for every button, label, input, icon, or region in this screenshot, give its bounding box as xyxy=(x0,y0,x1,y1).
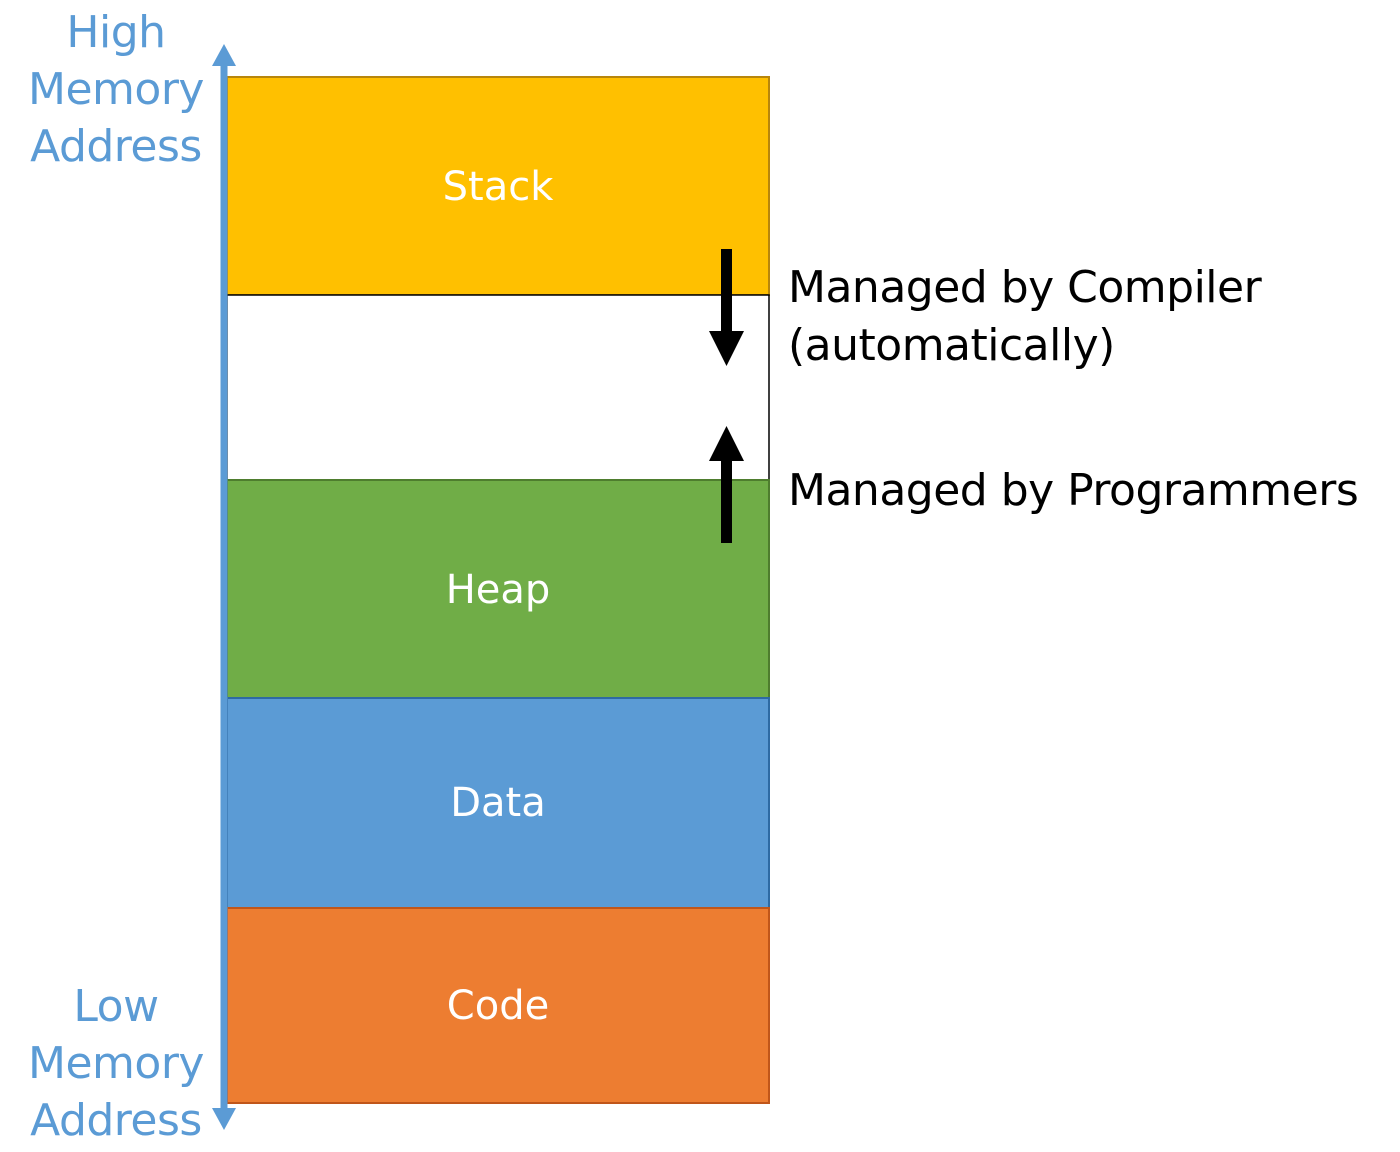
free-space-segment xyxy=(226,294,770,481)
programmers-note-line: Managed by Programmers xyxy=(788,465,1359,516)
heap-segment xyxy=(226,479,770,699)
heap-label: Heap xyxy=(445,567,551,613)
axis-up-arrowhead xyxy=(212,44,236,66)
high-label-line3: Address xyxy=(30,121,202,172)
stack-growth-down-arrow xyxy=(709,249,744,366)
low-label-line1: Low xyxy=(73,981,159,1032)
code-segment xyxy=(226,907,770,1104)
high-memory-address-label: High Memory Address xyxy=(6,4,226,175)
low-memory-address-label: Low Memory Address xyxy=(6,978,226,1149)
programmer-managed-note: Managed by Programmers xyxy=(788,462,1359,520)
stack-segment xyxy=(226,76,770,296)
compiler-note-line1: Managed by Compiler xyxy=(788,262,1262,313)
compiler-note-line2: (automatically) xyxy=(788,320,1115,371)
address-axis xyxy=(212,44,236,1130)
compiler-managed-note: Managed by Compiler (automatically) xyxy=(788,259,1262,375)
heap-growth-up-arrow xyxy=(709,426,744,543)
high-label-line1: High xyxy=(66,7,166,58)
low-label-line3: Address xyxy=(30,1095,202,1146)
data-segment xyxy=(226,697,770,909)
data-label: Data xyxy=(450,780,546,826)
low-label-line2: Memory xyxy=(28,1038,204,1089)
axis-down-arrowhead xyxy=(212,1108,236,1130)
code-label: Code xyxy=(446,983,550,1029)
high-label-line2: Memory xyxy=(28,64,204,115)
stack-label: Stack xyxy=(442,164,554,210)
